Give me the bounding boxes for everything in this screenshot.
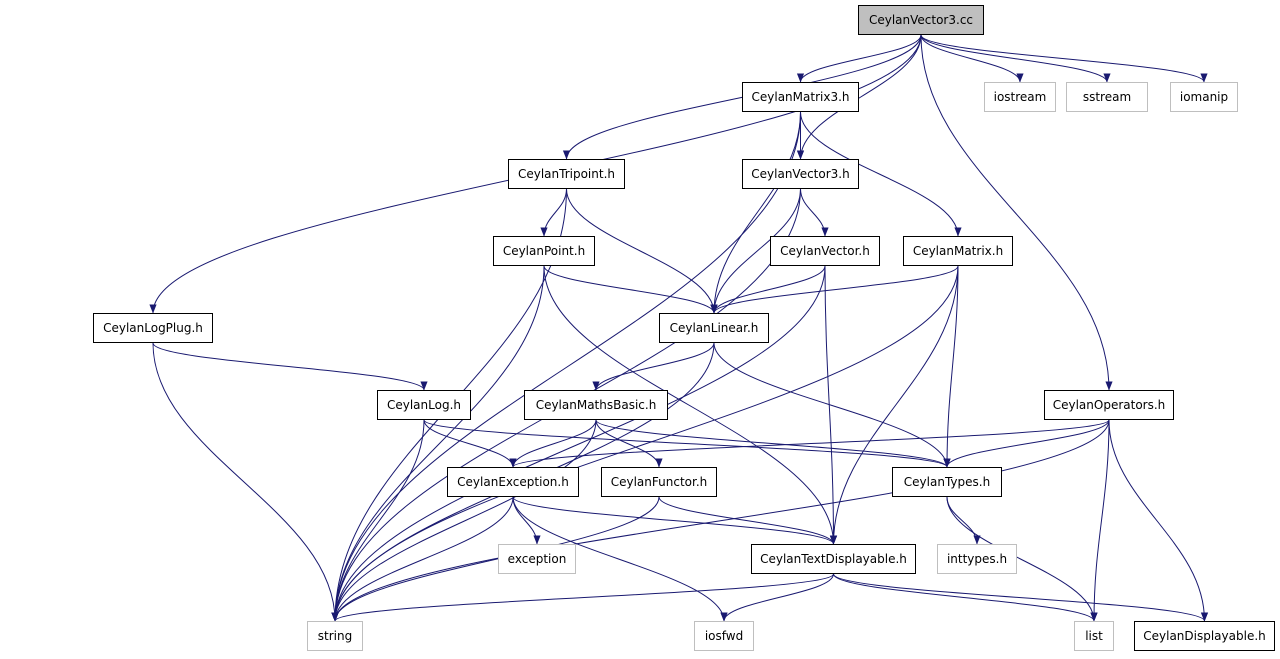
edge-root-to-sstream: [920, 34, 1111, 83]
node-ceylan-vector-h[interactable]: CeylanVector.h: [770, 236, 880, 266]
node-ceylan-vector3-cc[interactable]: CeylanVector3.cc: [858, 5, 984, 35]
edge-operators-to-types: [943, 419, 1110, 468]
edge-linear-to-mathsbasic: [592, 342, 715, 391]
edge-vector-to-string: [331, 265, 826, 622]
edge-textdisplayable-to-displayable: [833, 573, 1208, 622]
node-sstream: sstream: [1066, 82, 1148, 112]
node-ceylan-log-h[interactable]: CeylanLog.h: [377, 390, 471, 420]
edge-matrix-to-types: [943, 265, 959, 468]
node-ceylan-maths-basic-h[interactable]: CeylanMathsBasic.h: [524, 390, 668, 420]
edge-functor-to-textdisplayable: [658, 496, 838, 545]
node-inttypes-h: inttypes.h: [937, 544, 1017, 574]
edge-matrix3-to-string: [331, 111, 801, 622]
node-string: string: [307, 621, 363, 651]
edge-matrix3-to-linear: [710, 111, 801, 314]
edge-vector3-to-vector: [800, 188, 829, 237]
node-ceylan-tripoint-h[interactable]: CeylanTripoint.h: [508, 159, 625, 189]
node-ceylan-matrix3-h[interactable]: CeylanMatrix3.h: [742, 82, 859, 112]
node-ceylan-operators-h[interactable]: CeylanOperators.h: [1044, 390, 1174, 420]
node-ceylan-displayable-h[interactable]: CeylanDisplayable.h: [1134, 621, 1275, 651]
edge-textdisplayable-to-iosfwd: [720, 573, 834, 622]
edge-root-to-matrix3: [796, 34, 922, 83]
edge-root-to-iostream: [920, 34, 1024, 83]
node-ceylan-log-plug-h[interactable]: CeylanLogPlug.h: [93, 313, 213, 343]
node-ceylan-point-h[interactable]: CeylanPoint.h: [493, 236, 595, 266]
edge-operators-to-displayable: [1108, 419, 1209, 622]
edge-point-to-string: [331, 265, 545, 622]
edge-matrix-to-linear: [710, 265, 959, 314]
edge-vector-to-linear: [710, 265, 826, 314]
edge-root-to-operators: [920, 34, 1113, 391]
edge-point-to-textdisplayable: [543, 265, 838, 545]
node-list: list: [1074, 621, 1114, 651]
edge-textdisplayable-to-list: [833, 573, 1098, 622]
edge-exception-to-string: [331, 496, 514, 622]
node-iosfwd: iosfwd: [694, 621, 754, 651]
node-iostream: iostream: [984, 82, 1056, 112]
edge-tripoint-to-point: [540, 188, 567, 237]
node-ceylan-vector3-h[interactable]: CeylanVector3.h: [742, 159, 859, 189]
edge-matrix3-to-matrix: [800, 111, 962, 237]
edge-logplug-to-log: [152, 342, 428, 391]
edge-vector3-to-linear: [710, 188, 801, 314]
edge-exception-to-iosfwd: [512, 496, 728, 622]
edge-types-to-list: [946, 496, 1098, 622]
edge-root-to-vector3: [796, 34, 922, 160]
edge-operators-to-string: [331, 419, 1110, 622]
node-ceylan-text-displayable-h[interactable]: CeylanTextDisplayable.h: [751, 544, 916, 574]
edge-operators-to-list: [1090, 419, 1110, 622]
edge-operators-to-exception: [509, 419, 1110, 468]
node-ceylan-exception-h[interactable]: CeylanException.h: [447, 467, 579, 497]
node-ceylan-types-h[interactable]: CeylanTypes.h: [892, 467, 1002, 497]
edge-root-to-iomanip: [920, 34, 1208, 83]
edge-textdisplayable-to-string: [331, 573, 834, 622]
edge-log-to-types: [423, 419, 951, 468]
node-exception: exception: [498, 544, 576, 574]
edge-mathsbasic-to-types: [595, 419, 951, 468]
edge-log-to-string: [331, 419, 425, 622]
edge-point-to-linear: [543, 265, 718, 314]
node-ceylan-linear-h[interactable]: CeylanLinear.h: [659, 313, 769, 343]
edge-mathsbasic-to-functor: [595, 419, 663, 468]
edge-linear-to-types: [713, 342, 951, 468]
node-ceylan-matrix-h[interactable]: CeylanMatrix.h: [903, 236, 1013, 266]
node-ceylan-functor-h[interactable]: CeylanFunctor.h: [601, 467, 717, 497]
edge-logplug-to-string: [152, 342, 339, 622]
edge-matrix-to-textdisplayable: [829, 265, 959, 545]
edge-functor-to-string: [331, 496, 660, 622]
edge-mathsbasic-to-string: [331, 419, 597, 622]
edge-tripoint-to-linear: [566, 188, 718, 314]
edge-exception-to-textdisplayable: [512, 496, 837, 545]
node-iomanip: iomanip: [1170, 82, 1238, 112]
